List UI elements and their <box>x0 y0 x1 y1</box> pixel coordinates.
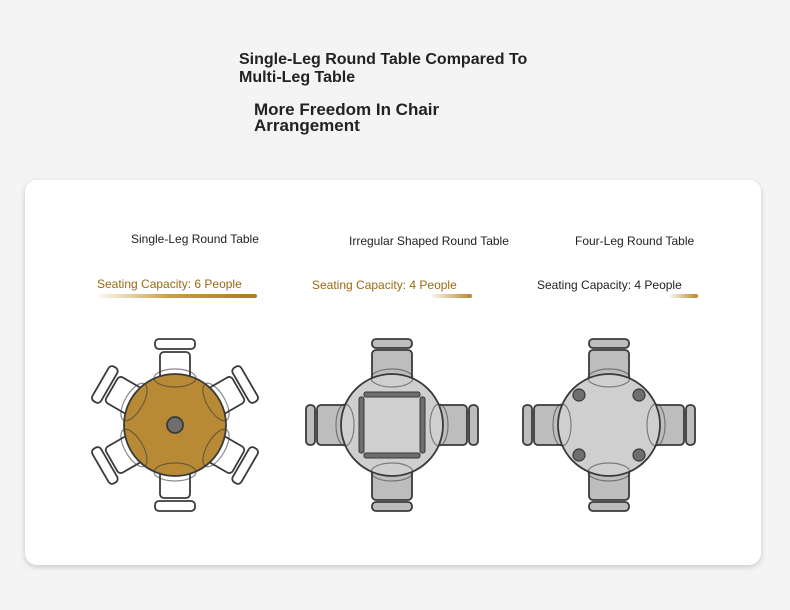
four-leg-capacity-underline <box>670 294 698 298</box>
irregular-table-diagram <box>305 338 479 512</box>
single-leg-capacity-underline <box>97 294 257 298</box>
page-title: Single-Leg Round Table Compared To Multi… <box>239 51 528 86</box>
irregular-table-title: Irregular Shaped Round Table <box>349 234 509 248</box>
comparison-card: Single-Leg Round Table Seating Capacity:… <box>25 180 761 565</box>
four-leg-table-title: Four-Leg Round Table <box>575 234 695 248</box>
page-subtitle: More Freedom In Chair Arrangement <box>254 100 440 135</box>
irregular-capacity-underline <box>432 294 472 298</box>
single-leg-capacity: Seating Capacity: 6 People <box>97 277 242 291</box>
four-leg-table-diagram <box>522 338 696 512</box>
single-leg-table-diagram <box>91 338 259 512</box>
single-leg-table-title: Single-Leg Round Table <box>131 232 259 246</box>
four-leg-capacity: Seating Capacity: 4 People <box>537 278 682 292</box>
irregular-capacity: Seating Capacity: 4 People <box>312 278 457 292</box>
